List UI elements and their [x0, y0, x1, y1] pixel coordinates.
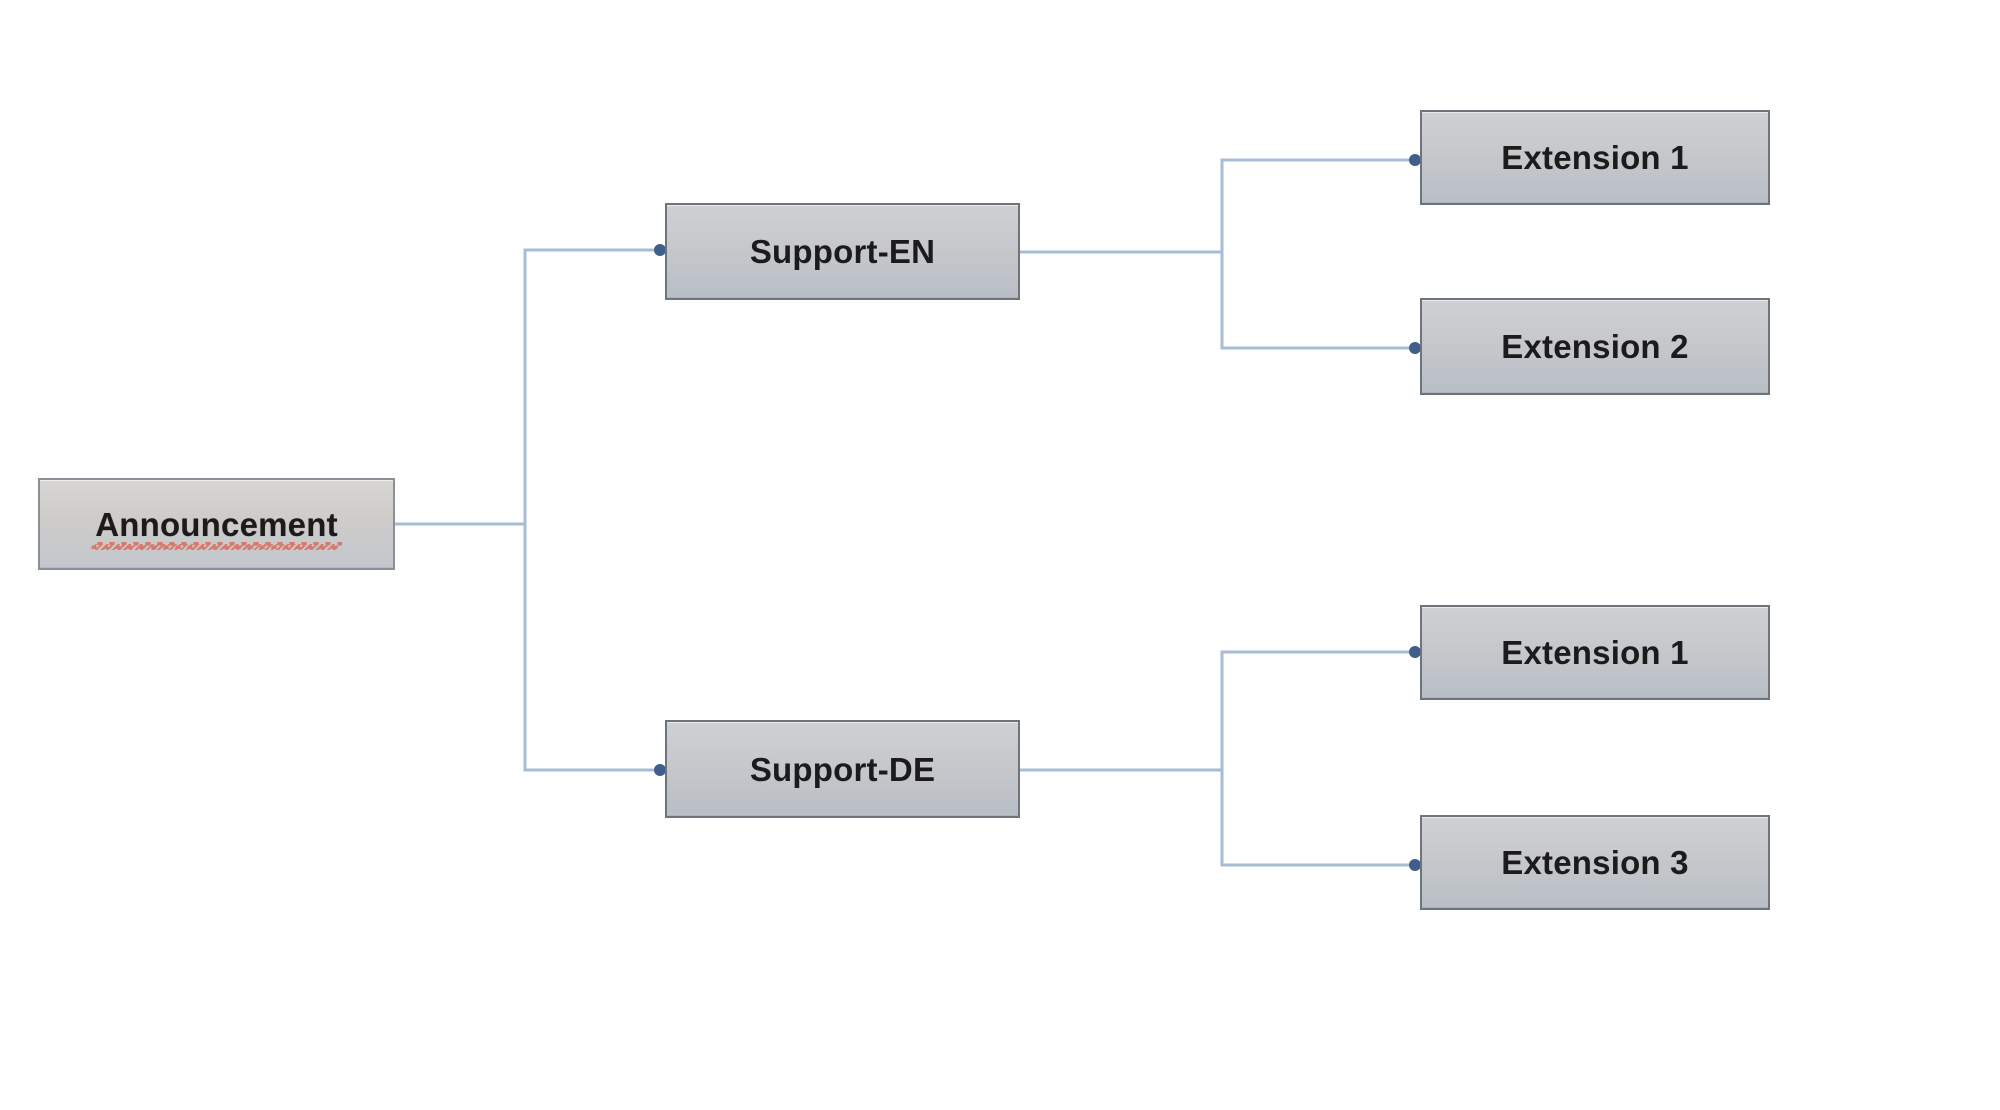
- connector-e-trunk-de: [523, 524, 660, 772]
- node-announcement-label: Announcement: [91, 508, 342, 550]
- node-extension-en-1[interactable]: Extension 1: [1420, 110, 1770, 205]
- node-support-de[interactable]: Support-DE: [665, 720, 1020, 818]
- node-extension-de-1-label: Extension 1: [1501, 634, 1689, 671]
- connector-e-en-ext1: [1220, 158, 1415, 252]
- node-extension-de-3-label: Extension 3: [1501, 844, 1689, 881]
- node-extension-de-3[interactable]: Extension 3: [1420, 815, 1770, 910]
- node-extension-en-1-label: Extension 1: [1501, 139, 1689, 176]
- connector-e-en-ext2: [1220, 252, 1415, 350]
- node-support-de-label: Support-DE: [749, 750, 936, 788]
- node-support-en[interactable]: Support-EN: [665, 203, 1020, 300]
- node-extension-en-2-label: Extension 2: [1501, 328, 1689, 365]
- node-support-en-label: Support-EN: [749, 233, 936, 270]
- connector-e-de-ext1: [1220, 650, 1415, 770]
- node-extension-en-2[interactable]: Extension 2: [1420, 298, 1770, 395]
- connector-e-de-ext3: [1220, 770, 1415, 867]
- node-extension-de-1[interactable]: Extension 1: [1420, 605, 1770, 700]
- node-announcement[interactable]: Announcement: [38, 478, 395, 570]
- connector-e-trunk-en: [523, 248, 660, 524]
- spellcheck-underline: [95, 543, 338, 550]
